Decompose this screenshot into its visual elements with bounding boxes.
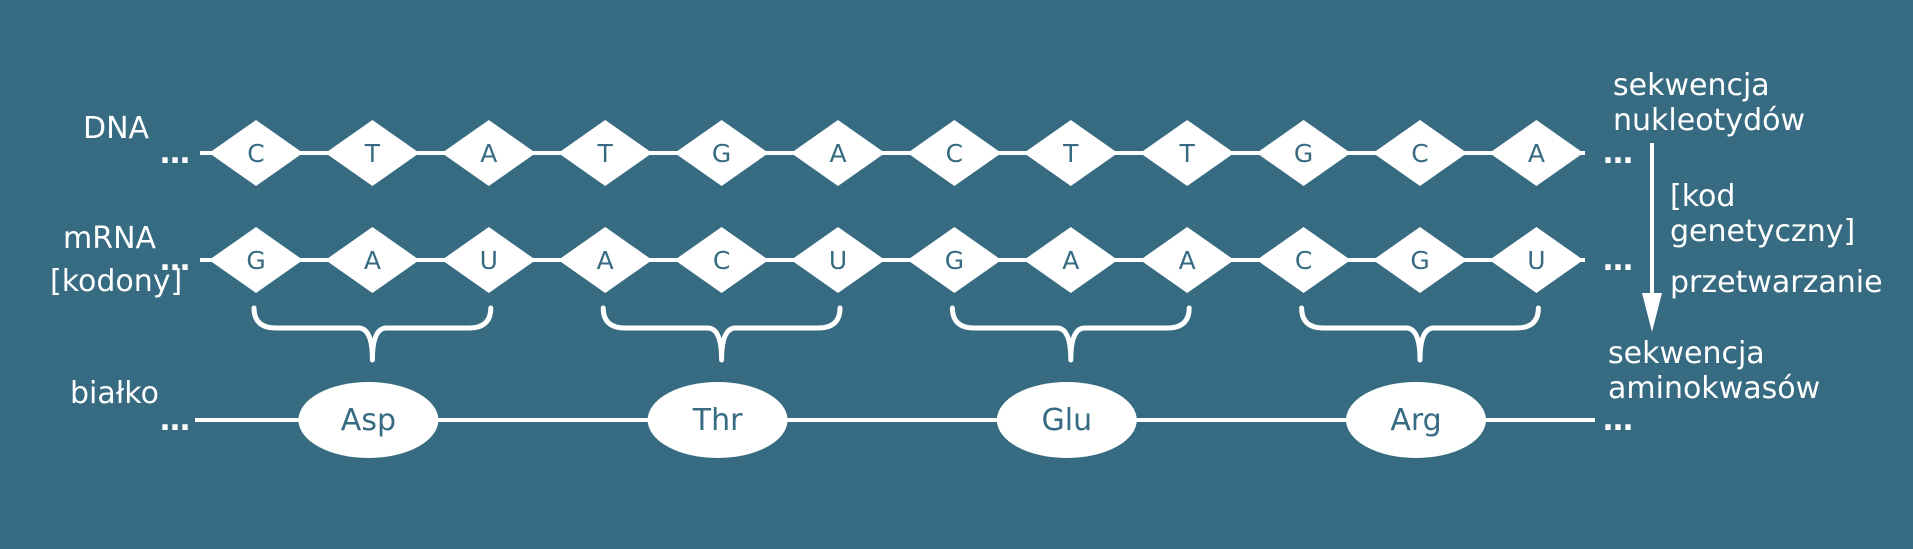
- amino-acid-label: Arg: [1390, 403, 1441, 438]
- mrna-nucleotide-diamond: [1023, 227, 1118, 293]
- dna-nucleotide-diamond: [1373, 120, 1467, 186]
- mrna-left-ellipsis: …: [160, 243, 190, 278]
- mrna-nucleotide-letter: A: [597, 246, 614, 275]
- mrna-nucleotide-letter: A: [364, 246, 381, 275]
- mrna-right-ellipsis: …: [1603, 243, 1633, 278]
- amino-acid-ellipse: [996, 382, 1137, 458]
- mrna-nucleotide-letter: G: [945, 246, 964, 275]
- dna-nucleotide-diamond: [558, 120, 653, 186]
- dna-nucleotide-letter: A: [1528, 139, 1545, 168]
- mrna-nucleotide-diamond: [1256, 227, 1351, 293]
- mrna-nucleotide-diamond: [325, 227, 420, 293]
- mrna-nucleotide-letter: G: [1410, 246, 1429, 275]
- dna-nucleotide-letter: T: [1179, 139, 1196, 168]
- dna-nucleotide-diamond: [1140, 120, 1235, 186]
- mrna-nucleotide-letter: A: [1179, 246, 1196, 275]
- genetic-code-label-line2: genetyczny]: [1670, 214, 1855, 249]
- nucleotide-sequence-label-line2: nukleotydów: [1613, 103, 1805, 138]
- dna-nucleotide-letter: A: [829, 139, 846, 168]
- amino-acid-label: Glu: [1041, 403, 1092, 438]
- codons-label: [kodony]: [50, 264, 182, 299]
- processing-arrow-head: [1642, 293, 1662, 332]
- codon-brace: [251, 305, 494, 363]
- mrna-label: mRNA: [63, 221, 157, 256]
- mrna-nucleotide-diamond: [1373, 227, 1467, 293]
- mrna-nucleotide-diamond: [209, 227, 303, 293]
- dna-nucleotide-diamond: [325, 120, 420, 186]
- mrna-nucleotide-diamond: [558, 227, 653, 293]
- mrna-nucleotide-diamond: [791, 227, 885, 293]
- processing-label: przetwarzanie: [1670, 265, 1883, 300]
- dna-nucleotide-diamond: [1489, 120, 1584, 186]
- mrna-nucleotide-diamond: [674, 227, 769, 293]
- mrna-nucleotide-letter: C: [1295, 246, 1312, 275]
- codon-braces: [251, 305, 1541, 363]
- codon-brace: [949, 305, 1192, 363]
- dna-label: DNA: [83, 111, 150, 146]
- amino-acid-ellipse: [298, 382, 439, 458]
- dna-nucleotide-letter: C: [247, 139, 264, 168]
- genetic-code-label-line1: [kod: [1670, 179, 1735, 214]
- mrna-nucleotide-letter: U: [829, 246, 847, 275]
- amino-acid-label: Asp: [341, 403, 396, 438]
- dna-nucleotide-letter: G: [712, 139, 731, 168]
- dna-nucleotide-letter: C: [946, 139, 963, 168]
- codon-brace: [600, 305, 843, 363]
- dna-nucleotide-letter: G: [1294, 139, 1313, 168]
- dna-right-ellipsis: …: [1603, 136, 1633, 171]
- protein-label: białko: [70, 376, 159, 411]
- amino-acid-chain: Asp Thr Glu Arg: [298, 382, 1486, 458]
- mrna-nucleotide-diamond: [1489, 227, 1584, 293]
- dna-nucleotide-letter: T: [597, 139, 614, 168]
- amino-acid-label: Thr: [692, 403, 743, 438]
- dna-nucleotide-diamond: [674, 120, 769, 186]
- protein-left-ellipsis: …: [160, 403, 190, 438]
- mrna-nucleotide-letter: U: [1527, 246, 1545, 275]
- mrna-nucleotide-letter: A: [1062, 246, 1079, 275]
- dna-left-ellipsis: …: [160, 136, 190, 171]
- mrna-nucleotide-letter: G: [246, 246, 265, 275]
- amino-acid-sequence-label-line2: aminokwasów: [1608, 371, 1820, 406]
- dna-nucleotide-letter: C: [1411, 139, 1428, 168]
- amino-acid-sequence-label-line1: sekwencja: [1608, 336, 1765, 371]
- dna-nucleotide-diamond: [1023, 120, 1118, 186]
- dna-nucleotide-diamond: [791, 120, 885, 186]
- dna-nucleotide-diamond: [209, 120, 303, 186]
- amino-acid-ellipse: [647, 382, 788, 458]
- codon-brace: [1299, 305, 1541, 363]
- nucleotide-sequence-label-line1: sekwencja: [1613, 68, 1770, 103]
- dna-nucleotide-letter: A: [480, 139, 497, 168]
- dna-nucleotide-letter: T: [1062, 139, 1079, 168]
- mrna-nucleotide-letter: U: [480, 246, 498, 275]
- dna-nucleotide-diamond: [441, 120, 536, 186]
- protein-right-ellipsis: …: [1603, 403, 1633, 438]
- dna-nucleotide-letter: T: [364, 139, 381, 168]
- mrna-nucleotide-diamond: [907, 227, 1002, 293]
- dna-nucleotide-diamond: [907, 120, 1002, 186]
- mrna-nucleotide-diamond: [441, 227, 536, 293]
- mrna-nucleotide-letter: C: [713, 246, 730, 275]
- mrna-nucleotide-diamond: [1140, 227, 1235, 293]
- dna-nucleotide-diamond: [1256, 120, 1351, 186]
- amino-acid-ellipse: [1346, 382, 1486, 458]
